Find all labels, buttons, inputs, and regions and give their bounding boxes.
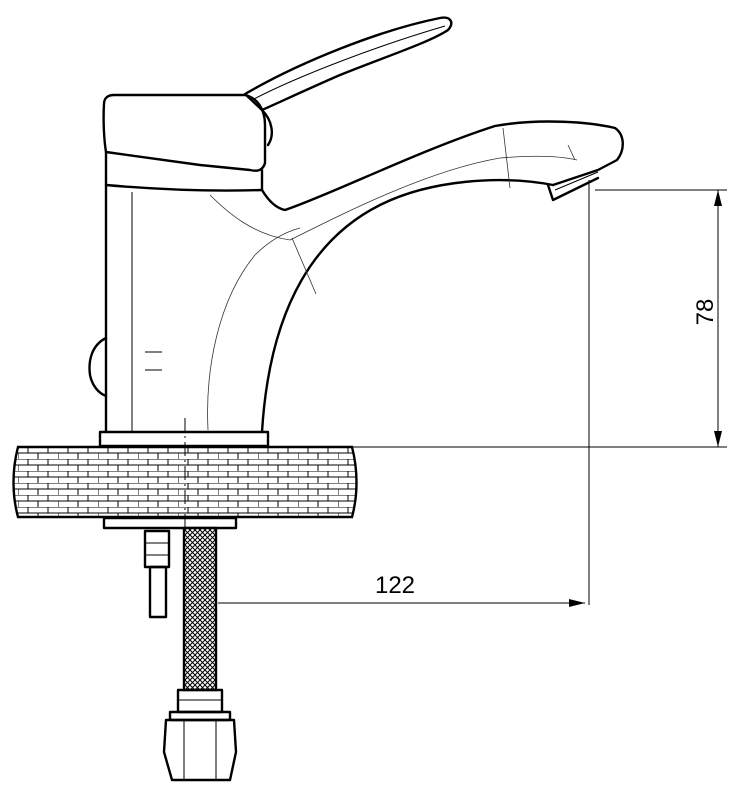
spout-height-value: 78 — [692, 299, 719, 326]
threaded-stud — [143, 529, 171, 619]
side-knob — [88, 336, 162, 398]
mounting-plate — [102, 516, 238, 530]
faucet-body — [104, 120, 624, 434]
dimension-height: 78 — [268, 189, 727, 448]
dimension-reach: 122 — [218, 180, 590, 607]
base-ring — [98, 430, 270, 448]
cartridge-head — [102, 93, 267, 172]
spout-reach-value: 122 — [375, 572, 415, 599]
lever-handle — [243, 16, 453, 147]
countertop — [12, 445, 358, 519]
braided-hose — [162, 526, 238, 782]
